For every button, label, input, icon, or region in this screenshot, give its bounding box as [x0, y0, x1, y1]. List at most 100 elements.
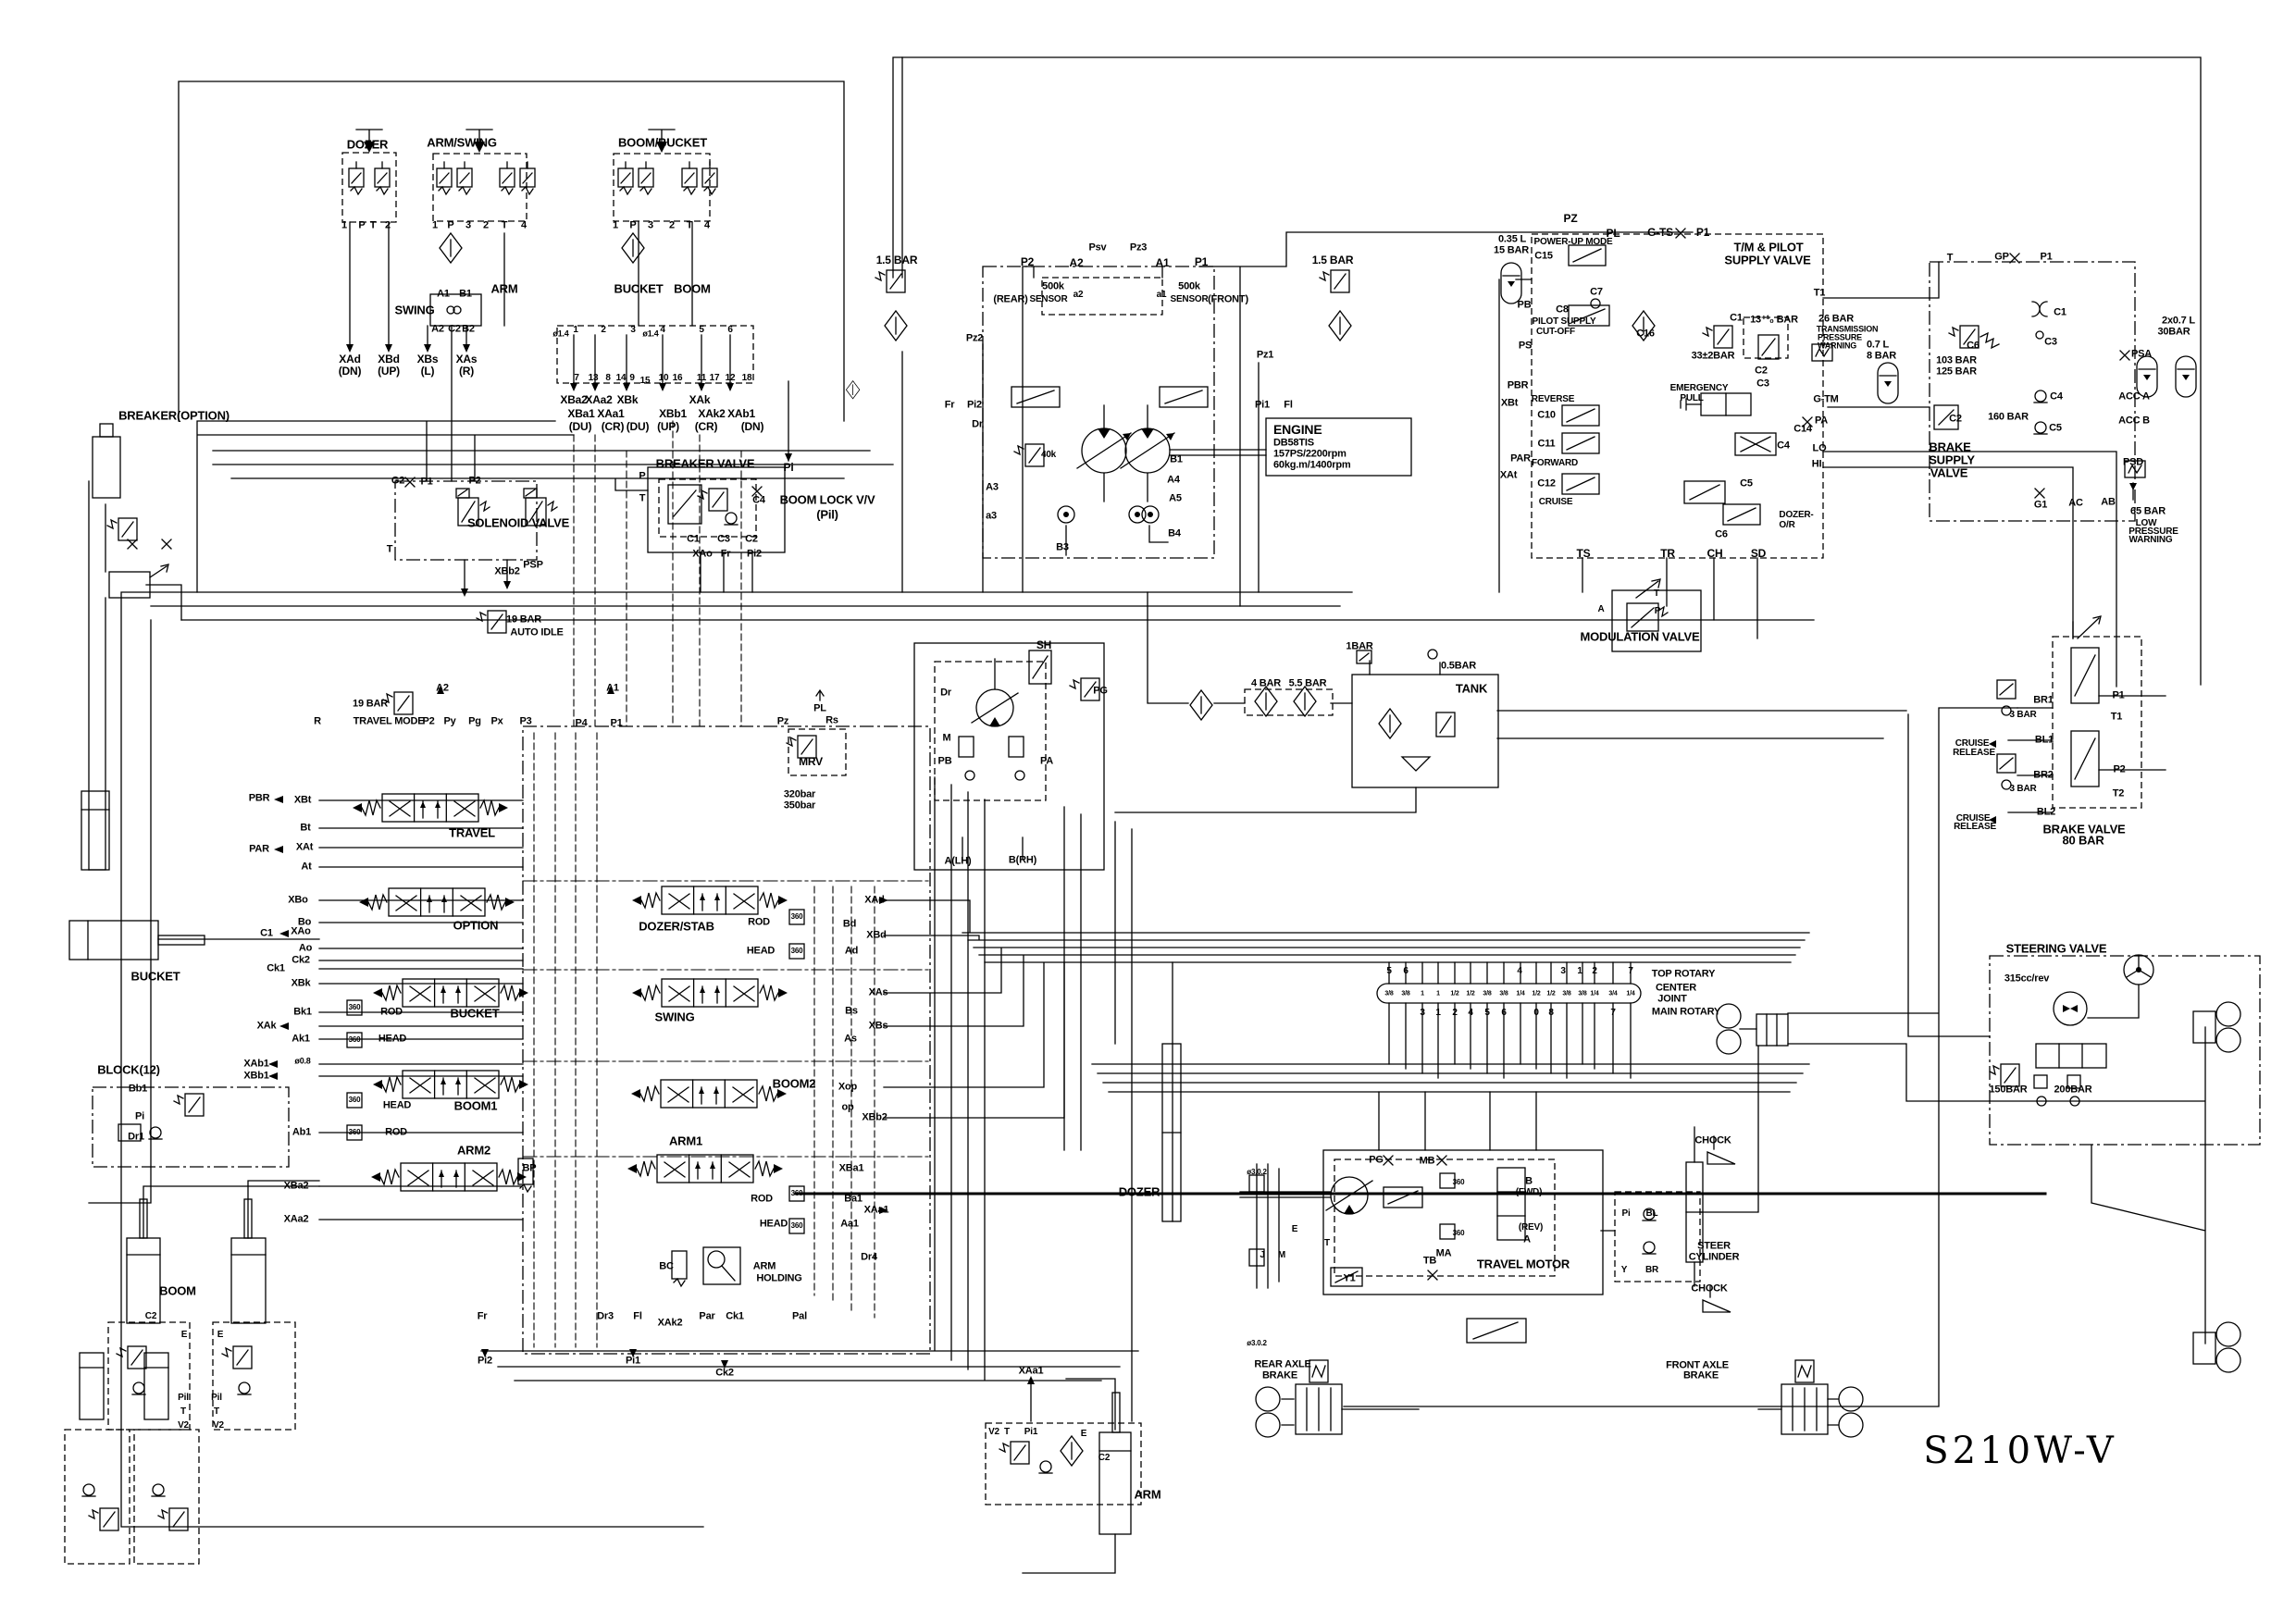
diagram-label: 3/8	[1562, 990, 1571, 997]
boom1-spool-label: BOOM1	[453, 1098, 498, 1113]
diagram-label: P	[629, 219, 637, 231]
diagram-label: 1.5 BAR	[875, 254, 918, 266]
diagram-label: (CR)	[694, 420, 718, 433]
diagram-label: Pi	[783, 461, 794, 474]
diagram-label: PAR	[249, 843, 269, 855]
diagram-label: 60kg.m/1400rpm	[1273, 459, 1351, 471]
main-pump-icon	[1011, 277, 1209, 524]
diagram-label: C1	[260, 927, 273, 939]
pilot-armswing-title: ARM/SWING	[427, 135, 497, 150]
diagram-label: (L)	[420, 365, 435, 378]
block12-title: BLOCK(12)	[97, 1062, 160, 1077]
diagram-label: T1	[2110, 711, 2123, 723]
diagram-label: Aa1	[840, 1218, 859, 1230]
diagram-label: 360	[348, 1003, 361, 1011]
diagram-label: 350bar	[783, 799, 816, 812]
diagram-label: B4	[1168, 527, 1181, 539]
diagram-label: Bs	[845, 1005, 858, 1017]
diagram-label: SWING	[394, 303, 435, 317]
diagram-label: A3	[986, 481, 999, 493]
diagram-label: P2	[468, 475, 481, 487]
diagram-label: 7	[574, 373, 579, 383]
option-spool-icon	[358, 887, 515, 917]
arm-cylinder-icon	[1098, 1392, 1132, 1535]
diagram-label: 1	[1577, 966, 1582, 976]
diagram-label: PBR	[1507, 379, 1529, 391]
diagram-label: E	[217, 1330, 224, 1340]
diagram-label: 125 BAR	[1936, 365, 1977, 378]
breather-icon	[1319, 269, 1352, 341]
diagram-label: XAs	[868, 986, 888, 998]
diagram-label: 12	[725, 373, 736, 383]
diagram-label: P	[639, 470, 646, 482]
diagram-label: BUCKET	[614, 281, 664, 296]
diagram-label: XAo	[692, 548, 713, 560]
diagram-label: 3/8	[1384, 990, 1394, 997]
diagram-label: WARNING	[1817, 341, 1857, 351]
rotary-joint-title: TOP ROTARY	[1651, 968, 1716, 980]
diagram-label: C6	[1967, 340, 1980, 352]
diagram-label: 8	[605, 373, 611, 383]
diagram-label: A2	[436, 682, 449, 694]
steering-wheel-icon	[2123, 954, 2154, 985]
diagram-label: C3	[717, 533, 730, 545]
swing-motor-icon	[958, 650, 1100, 860]
diagram-label: PRESSURE	[2128, 527, 2178, 537]
diagram-label: BR2	[2033, 769, 2054, 781]
diagram-label: P2	[422, 715, 435, 727]
solenoid-valve-title: SOLENOID VALVE	[466, 515, 570, 530]
diagram-label: 30BAR	[2157, 326, 2191, 338]
diagram-label: T	[369, 219, 377, 231]
diagram-label: 10	[658, 373, 669, 383]
diagram-label: XAk	[256, 1020, 277, 1032]
diagram-label: HEAD	[759, 1218, 788, 1230]
diagram-label: BR	[1644, 1265, 1659, 1275]
diagram-label: FORWARD	[1531, 458, 1579, 468]
diagram-label: BRAKE	[1682, 1369, 1719, 1381]
diagram-label: C4	[2050, 390, 2063, 403]
flow-compensators	[346, 909, 805, 1234]
boom2-spool-label: BOOM2	[772, 1076, 816, 1091]
diagram-label: 2	[1592, 966, 1597, 976]
diagram-label: TR	[1660, 547, 1675, 560]
diagram-label: (DN)	[740, 420, 764, 433]
diagram-label: 13⁺¹₀ BAR	[1750, 314, 1798, 326]
diagram-label: MRV	[799, 755, 823, 768]
right-wheel-icon	[2192, 1001, 2241, 1053]
oil-cooler-icon	[1189, 689, 1213, 721]
diagram-label: 2	[669, 219, 675, 231]
diagram-label: 360	[348, 1128, 361, 1136]
arm-cylinder-title: ARM	[1134, 1487, 1161, 1502]
diagram-label: 0	[1533, 1008, 1539, 1018]
diagram-label: VALVE	[1930, 465, 1968, 480]
diagram-label: 1	[1436, 990, 1440, 997]
diagram-label: ø3.0.2	[1247, 1339, 1267, 1347]
diagram-label: XBk	[291, 977, 311, 989]
diagram-label: 33±2BAR	[1691, 350, 1735, 362]
chock-wedge-icon	[1706, 1151, 1736, 1165]
diagram-label: MAIN ROTARY	[1651, 1006, 1721, 1018]
diagram-label: 1/4	[1626, 990, 1635, 997]
transmission-icon	[1239, 1163, 1332, 1289]
engine-title: ENGINE	[1273, 422, 1322, 437]
diagram-label: P1	[2112, 689, 2125, 701]
diagram-label: XAt	[1499, 469, 1518, 481]
diagram-label: RELEASE	[1953, 748, 1995, 758]
diagram-label: C12	[1537, 477, 1556, 489]
diagram-label: P1	[420, 476, 433, 488]
diagram-label: Bk1	[293, 1006, 312, 1018]
diagram-label: P2	[1020, 255, 1035, 268]
boom2-spool-icon	[630, 1079, 788, 1109]
diagram-label: C2	[448, 323, 461, 335]
check-filter-icon	[1293, 686, 1317, 717]
diagram-label: A(LH)	[944, 855, 972, 867]
diagram-label: XBb1	[243, 1070, 269, 1082]
diagram-label: A2	[431, 323, 444, 335]
diagram-label: LOW	[2135, 518, 2157, 528]
diagram-label: Y	[1620, 1265, 1628, 1275]
schematic-wires	[88, 56, 2206, 1574]
diagram-label: PA	[1039, 755, 1054, 767]
diagram-label: G-TM	[1813, 393, 1839, 405]
diagram-label: Pal	[792, 1310, 807, 1322]
diagram-label: Pz	[776, 715, 789, 727]
